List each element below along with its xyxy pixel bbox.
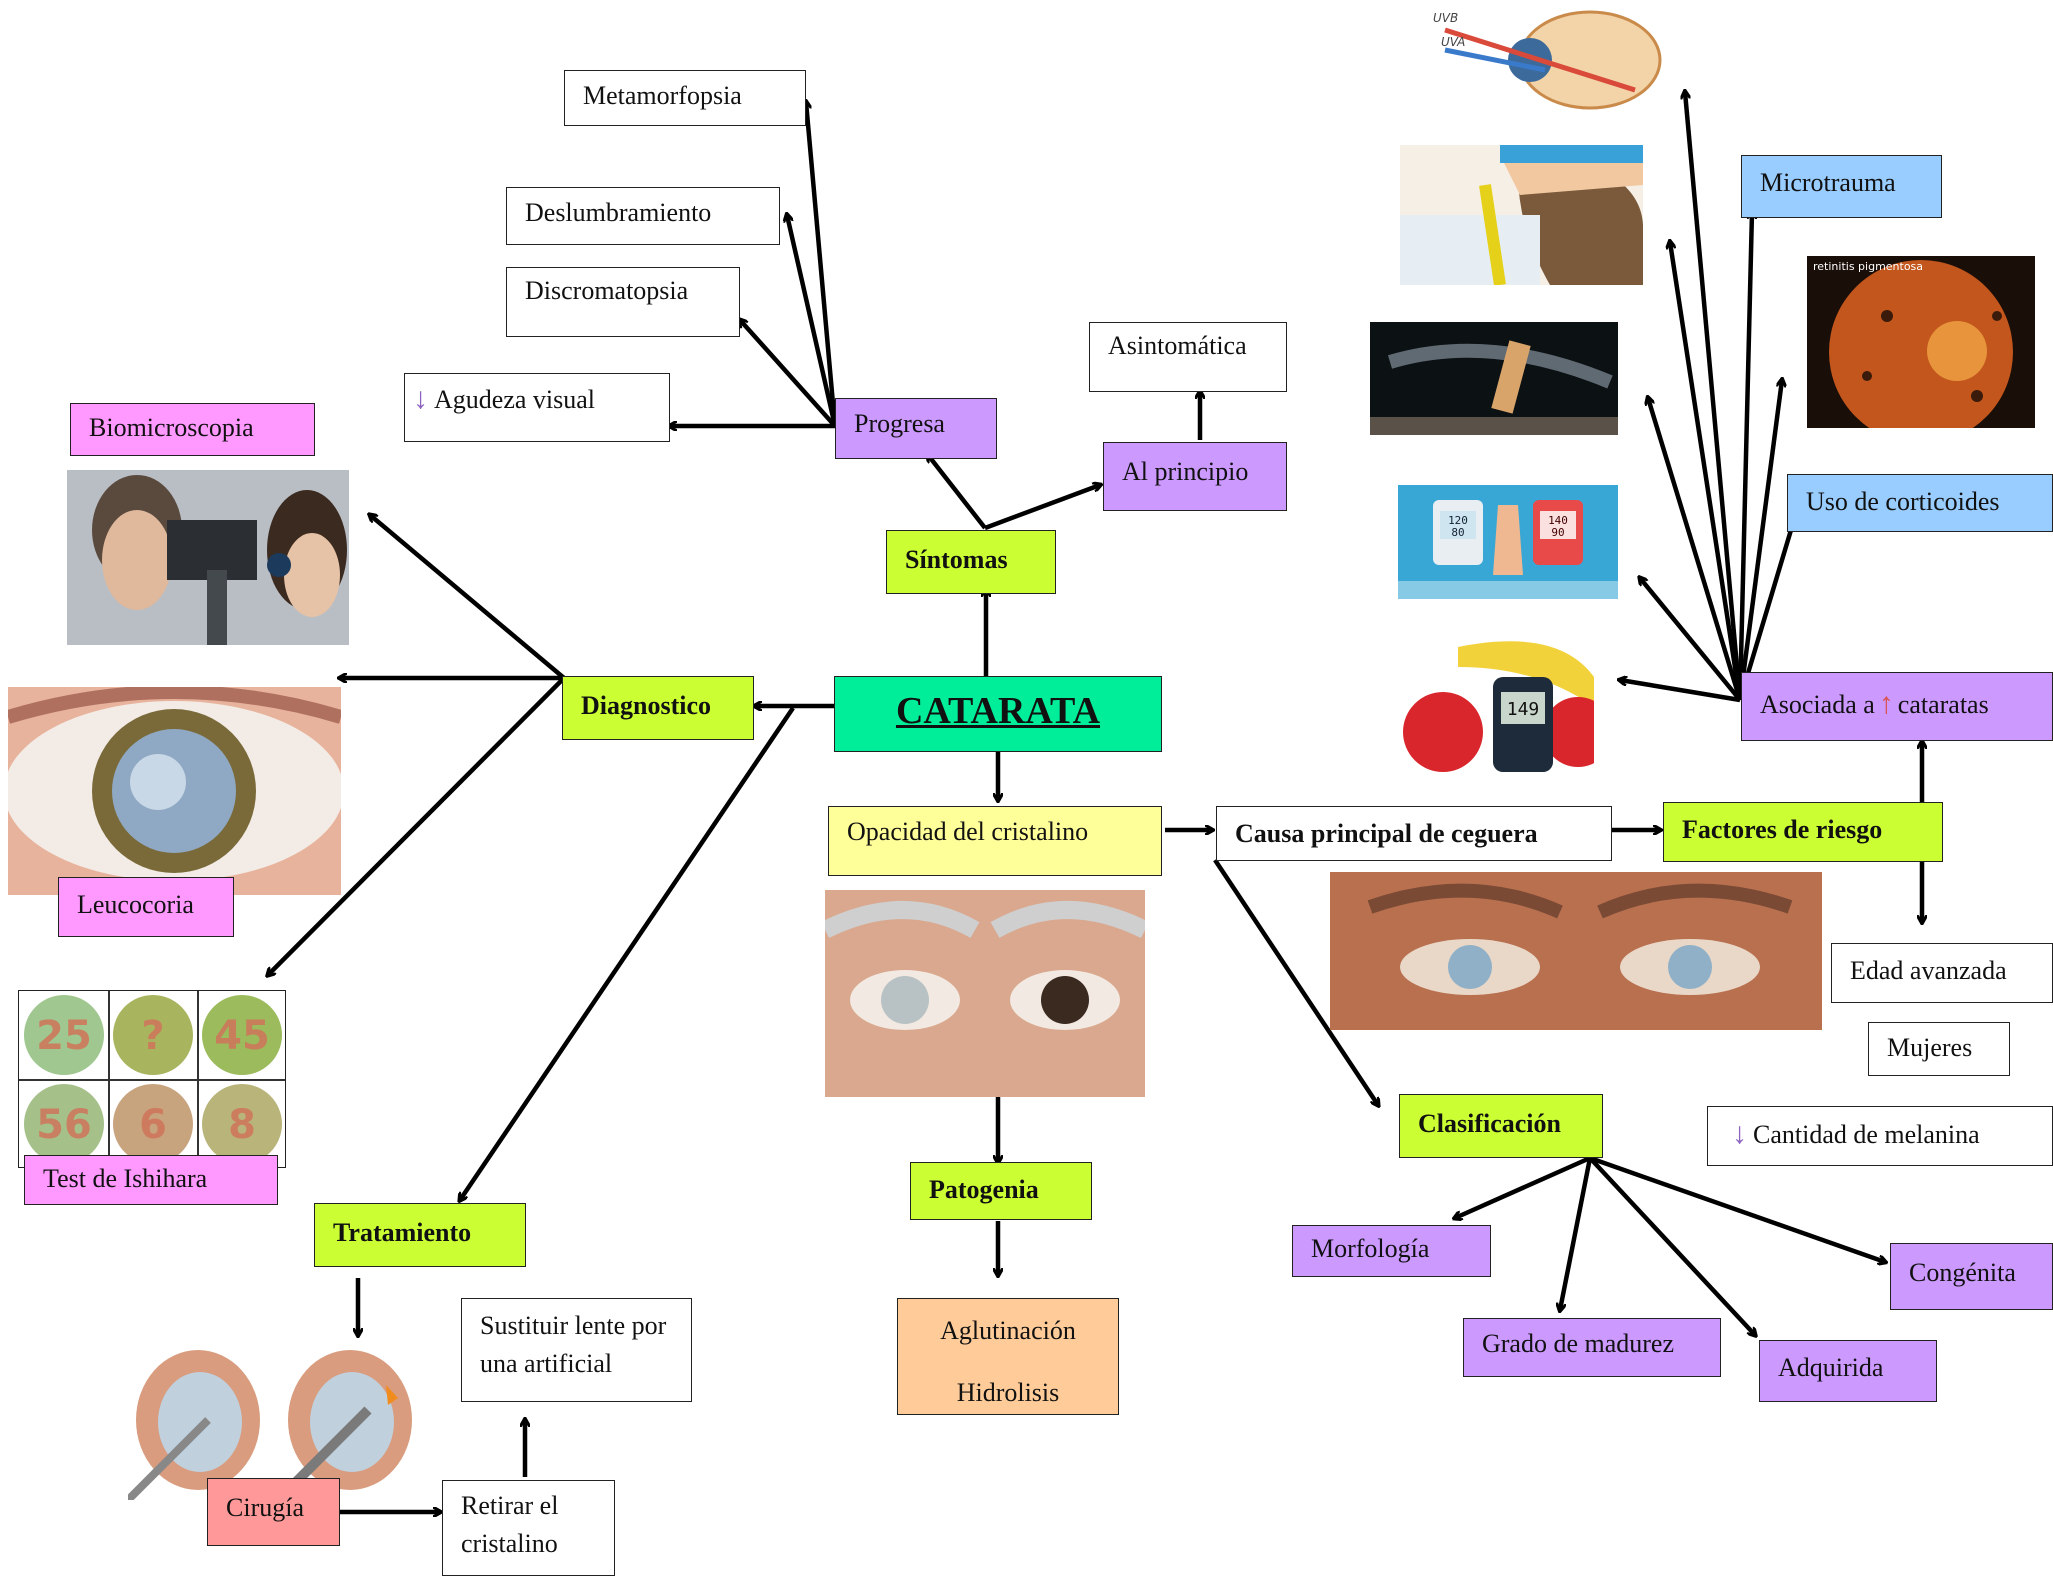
node-hidrolisis: Hidrolisis — [956, 1378, 1060, 1407]
central-topic-catarata: CATARATA — [834, 676, 1162, 752]
node-patogenia-mechanisms: Aglutinación Hidrolisis — [897, 1298, 1119, 1415]
node-leucocoria: Leucocoria — [58, 877, 234, 937]
node-biomicroscopia: Biomicroscopia — [70, 403, 315, 456]
decrease-arrow-icon: ↓ — [1732, 1117, 1747, 1150]
branch-tratamiento: Tratamiento — [314, 1203, 526, 1267]
obesity-measure-photo — [1400, 145, 1643, 285]
elderly-cataract-eyes-photo — [1330, 872, 1822, 1030]
bp-reading-right-top: 140 — [1548, 514, 1568, 527]
increase-arrow-icon: ↑ — [1878, 687, 1894, 720]
node-asociada-cataratas: Asociada a↑cataratas — [1741, 672, 2053, 741]
bp-reading-right-bottom: 90 — [1551, 526, 1564, 539]
node-uso-corticoides: Uso de corticoides — [1787, 474, 2053, 532]
node-progresa: Progresa — [835, 398, 997, 459]
node-asintomatica: Asintomática — [1089, 322, 1287, 392]
node-cirugia: Cirugía — [207, 1478, 340, 1546]
branch-sintomas: Síntomas — [886, 530, 1056, 594]
node-opacidad-cristalino: Opacidad del cristalino — [828, 806, 1162, 876]
cataract-eyes-photo — [825, 890, 1145, 1097]
asociada-suffix: cataratas — [1897, 690, 1989, 719]
node-morfologia: Morfología — [1292, 1225, 1491, 1277]
ishihara-plate-3: 45 — [214, 1013, 270, 1059]
node-congenita: Congénita — [1890, 1243, 2053, 1310]
leucocoria-eye-photo — [8, 687, 341, 895]
blood-pressure-monitors-photo: 120 80 140 90 — [1398, 485, 1618, 599]
asociada-prefix: Asociada a — [1760, 690, 1875, 719]
node-cantidad-melanina: ↓Cantidad de melanina — [1707, 1106, 2053, 1166]
bp-reading-left-top: 120 — [1448, 514, 1468, 527]
node-al-principio: Al principio — [1103, 442, 1287, 511]
biomicroscopy-photo — [67, 470, 349, 645]
branch-diagnostico: Diagnostico — [562, 676, 754, 740]
node-agudeza-visual: ↓Agudeza visual — [404, 373, 670, 442]
fruit-glucose-meter-photo: 149 — [1398, 637, 1594, 777]
glucose-reading: 149 — [1507, 699, 1540, 720]
ishihara-plate-5: 6 — [139, 1102, 167, 1148]
node-test-ishihara: Test de Ishihara — [24, 1155, 278, 1205]
branch-clasificacion: Clasificación — [1399, 1094, 1603, 1158]
ishihara-plate-4: 56 — [36, 1102, 92, 1148]
node-retirar-cristalino: Retirar el cristalino — [442, 1480, 615, 1576]
decrease-arrow-icon: ↓ — [413, 382, 428, 415]
uvb-label: UVB — [1433, 11, 1458, 25]
cigarette-smoke-photo — [1370, 322, 1618, 435]
node-mujeres: Mujeres — [1868, 1022, 2010, 1076]
node-metamorfopsia: Metamorfopsia — [564, 70, 806, 126]
ishihara-plate-6: 8 — [228, 1102, 256, 1148]
branch-patogenia: Patogenia — [910, 1162, 1092, 1220]
node-sustituir-lente: Sustituir lente por una artificial — [461, 1298, 692, 1402]
node-causa-principal: Causa principal de ceguera — [1216, 806, 1612, 861]
ishihara-plates-image: 25 ? 45 56 6 8 — [18, 990, 286, 1168]
uva-label: UVA — [1441, 35, 1465, 49]
uv-eye-illustration: UVB UVA — [1425, 0, 1665, 115]
node-aglutinacion: Aglutinación — [940, 1316, 1076, 1345]
ishihara-plate-2: ? — [141, 1013, 164, 1059]
node-grado-madurez: Grado de madurez — [1463, 1318, 1721, 1377]
bp-reading-left-bottom: 80 — [1451, 526, 1464, 539]
retinitis-pigmentosa-photo: retinitis pigmentosa — [1807, 256, 2035, 428]
node-edad-avanzada: Edad avanzada — [1831, 943, 2053, 1003]
node-adquirida: Adquirida — [1759, 1340, 1937, 1402]
slit-lamp-illustration — [67, 470, 349, 645]
surgery-illustration — [128, 1350, 420, 1500]
agudeza-label: Agudeza visual — [434, 385, 596, 414]
ishihara-plate-1: 25 — [36, 1013, 92, 1059]
branch-factores-riesgo: Factores de riesgo — [1663, 802, 1943, 862]
melanina-label: Cantidad de melanina — [1753, 1120, 1980, 1149]
node-discromatopsia: Discromatopsia — [506, 267, 740, 337]
node-deslumbramiento: Deslumbramiento — [506, 187, 780, 245]
node-microtrauma: Microtrauma — [1741, 155, 1942, 218]
retinitis-label: retinitis pigmentosa — [1813, 260, 1923, 273]
